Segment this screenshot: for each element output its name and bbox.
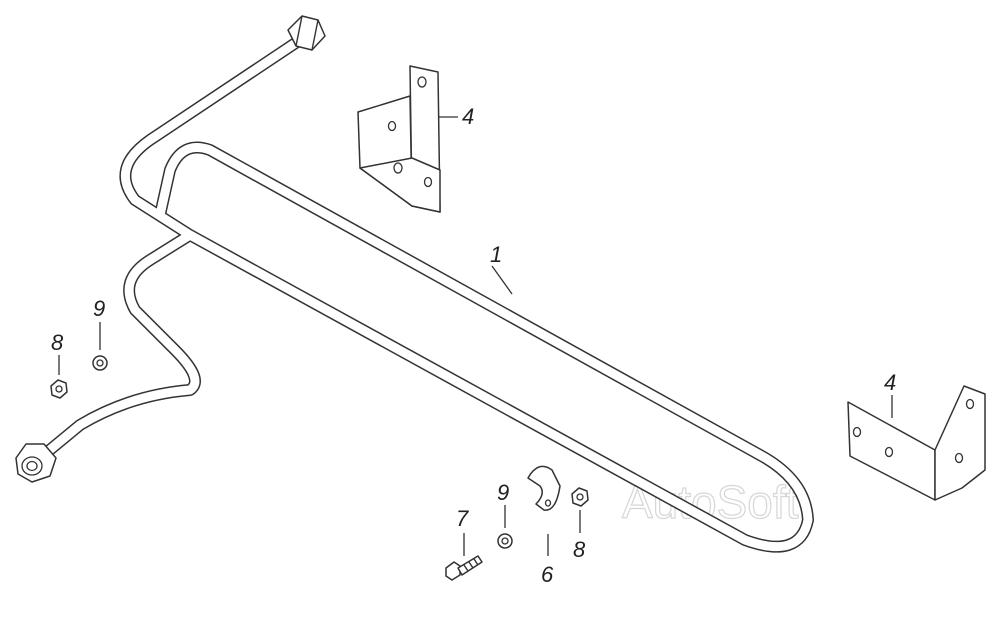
upper-fitting-nut	[287, 15, 326, 51]
bracket-upper	[357, 65, 441, 213]
label-washer-left: 9	[93, 296, 105, 321]
nut-lower	[571, 487, 589, 507]
washer-left	[92, 355, 108, 371]
label-bracket-right: 4	[884, 370, 896, 395]
lower-fitting-nut	[15, 443, 57, 483]
label-bracket-upper: 4	[462, 104, 474, 129]
leader-lines	[58, 116, 893, 556]
clamp	[527, 465, 561, 511]
label-nut-lower: 8	[573, 537, 586, 562]
bolt	[445, 555, 483, 581]
tube-inner	[35, 35, 813, 552]
label-tube: 1	[490, 242, 502, 267]
bracket-right	[847, 385, 986, 501]
tube-assembly	[15, 15, 814, 553]
label-washer-lower: 9	[497, 480, 509, 505]
nut-left	[50, 379, 68, 399]
washer-lower	[497, 533, 513, 549]
label-nut-left: 8	[51, 330, 64, 355]
label-clamp: 6	[541, 562, 554, 587]
label-bolt: 7	[456, 506, 469, 531]
